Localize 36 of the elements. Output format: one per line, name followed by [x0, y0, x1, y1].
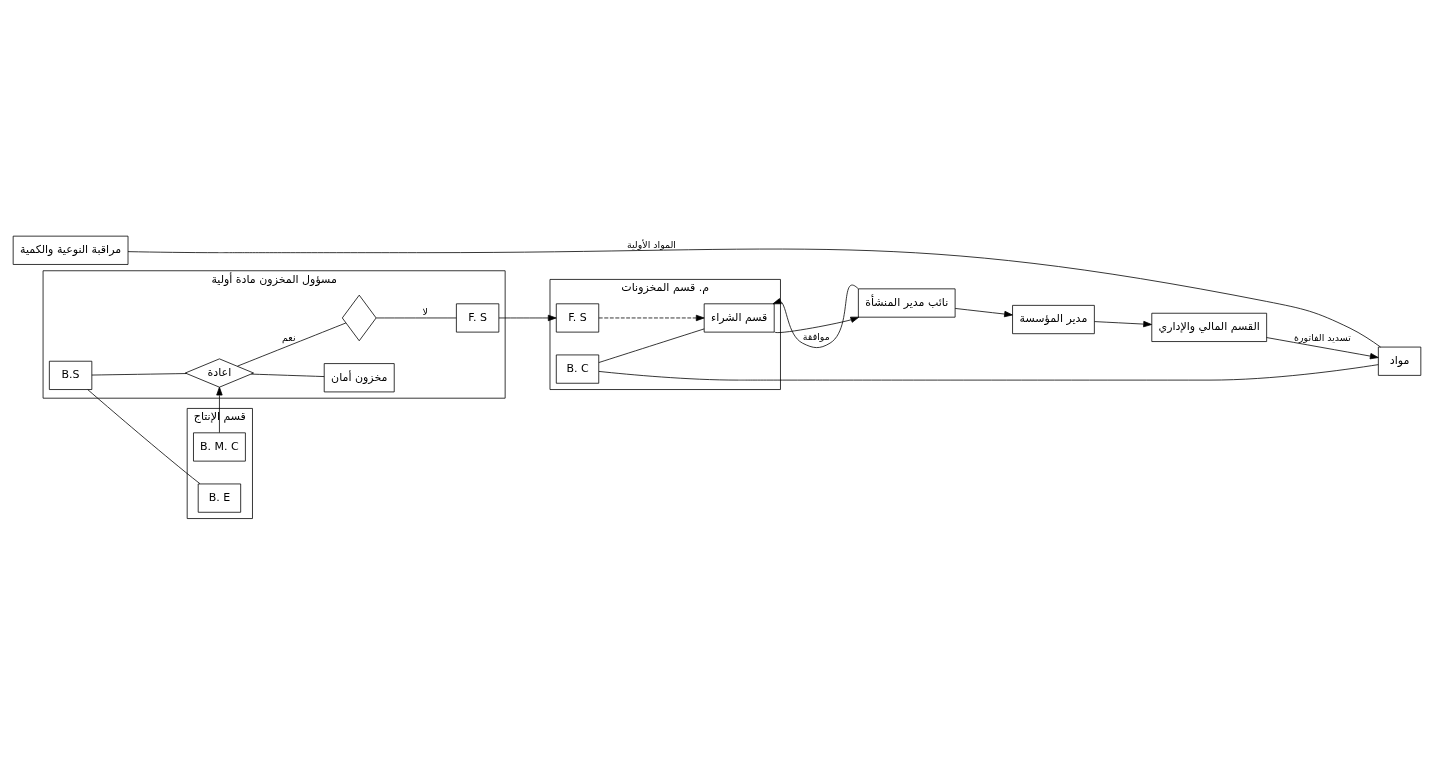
connector — [375, 317, 457, 319]
edge-label: المواد الأولية — [626, 238, 676, 250]
node-box: F. S — [555, 303, 600, 333]
arrow — [216, 386, 223, 433]
arrow — [498, 314, 557, 322]
arrow — [1266, 337, 1379, 360]
node-diamond — [341, 294, 377, 342]
edge-label: تسديد الفاتورة — [1294, 332, 1351, 344]
connector — [250, 373, 325, 377]
connector — [598, 328, 705, 363]
connector — [87, 389, 201, 485]
node-box: B.S — [48, 360, 93, 390]
node-box: F. S — [456, 303, 500, 333]
arrow — [774, 316, 860, 333]
node-box: B. E — [197, 483, 242, 513]
node-box: نائب مدير المنشأة — [857, 288, 956, 318]
connector — [237, 322, 347, 367]
node-box: مدير المؤسسة — [1012, 304, 1095, 335]
node-diamond: اعادة — [184, 358, 254, 388]
node-box: مواد — [1377, 346, 1422, 376]
edge-label: موافقة — [802, 331, 830, 343]
node-box: مخزون أمان — [323, 363, 395, 393]
node-box: B. C — [555, 354, 600, 384]
arrow — [954, 308, 1013, 318]
node-box: مراقبة النوعية والكمية — [12, 235, 129, 265]
arrow — [772, 284, 859, 348]
node-box: قسم الشراء — [703, 303, 775, 333]
edge-label: لا — [422, 306, 428, 318]
edge-label: نعم — [282, 332, 296, 344]
connector — [91, 373, 187, 376]
node-box: القسم المالي والإداري — [1151, 312, 1268, 342]
connector — [598, 364, 1379, 381]
arrow — [598, 314, 705, 322]
arrow — [1094, 320, 1152, 328]
node-box: B. M. C — [193, 432, 246, 462]
connector — [127, 248, 1381, 348]
